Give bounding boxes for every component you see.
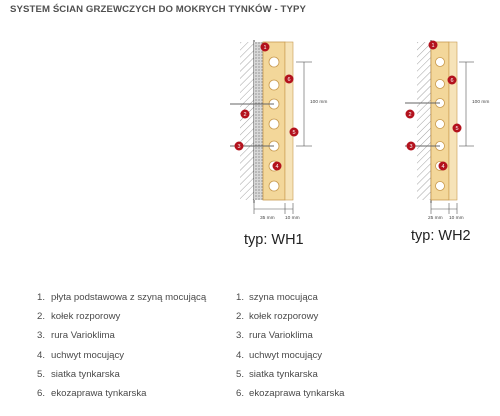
svg-text:6: 6 [450, 78, 453, 84]
svg-text:4: 4 [275, 164, 278, 170]
tube [268, 118, 280, 130]
marker: 5 [452, 123, 462, 133]
list-item: 5.siatka tynkarska [235, 368, 318, 380]
dimension-vertical-label: 100 mm [310, 99, 327, 105]
tube [435, 57, 445, 67]
dimension-bottom [430, 203, 458, 214]
legend-list-wh2: 1.szyna mocująca 2.kołek rozporowy 3.rur… [232, 290, 344, 405]
wall-systems-diagram: 100 mm 35 mm 10 mm 1 6 2 5 3 4 [230, 40, 489, 221]
tube-row [435, 57, 445, 191]
marker: 6 [284, 74, 294, 84]
marker: 3 [234, 141, 244, 151]
dimension-bottom [253, 203, 294, 214]
svg-text:2: 2 [408, 112, 411, 118]
svg-text:5: 5 [455, 126, 458, 132]
marker: 2 [240, 109, 250, 119]
base-layer [254, 42, 263, 200]
list-item: 3.rura Varioklima [36, 330, 115, 342]
marker: 6 [447, 75, 457, 85]
dimension-bottom-left-label: 35 mm [260, 215, 275, 221]
svg-text:3: 3 [409, 144, 412, 150]
list-item: 2.kołek rozporowy [235, 311, 319, 323]
marker: 5 [289, 127, 299, 137]
diagram-wh2: 100 mm 25 mm 10 mm 1 6 2 5 3 4 [405, 40, 489, 221]
marker-group: 1 6 2 5 3 4 [234, 42, 299, 171]
type-label-wh1: typ: WH1 [244, 232, 304, 248]
list-item: 3.rura Varioklima [235, 330, 313, 342]
dimension-vertical [296, 61, 312, 147]
tube [268, 79, 280, 91]
wall-hatch [417, 42, 431, 200]
dimension-bottom-right-label: 10 mm [449, 215, 464, 221]
svg-text:1: 1 [431, 43, 434, 49]
marker: 4 [272, 161, 282, 171]
dimension-bottom-left-label: 25 mm [428, 215, 443, 221]
page-title: SYSTEM ŚCIAN GRZEWCZYCH DO MOKRYCH TYNKÓ… [10, 4, 306, 15]
marker: 3 [406, 141, 416, 151]
type-label-wh2: typ: WH2 [411, 228, 471, 244]
marker: 1 [428, 40, 438, 50]
list-item: 5.siatka tynkarska [36, 368, 120, 380]
tube [268, 180, 280, 192]
plaster-layer [448, 41, 458, 201]
list-item: 4.uchwyt mocujący [36, 349, 125, 361]
list-item: 6.ekozaprawa tynkarska [36, 387, 147, 399]
svg-text:3: 3 [237, 144, 240, 150]
list-item: 4.uchwyt mocujący [235, 349, 323, 361]
marker: 1 [260, 42, 270, 52]
list-item: 6.ekozaprawa tynkarska [235, 387, 345, 399]
tube [435, 181, 445, 191]
list-item: 1.płyta podstawowa z szyną mocującą [36, 292, 207, 303]
marker: 2 [405, 109, 415, 119]
legend-list-wh1: 1.płyta podstawowa z szyną mocującą 2.ko… [32, 290, 206, 405]
tube [268, 56, 280, 68]
tube [435, 79, 445, 89]
dimension-vertical [459, 61, 474, 147]
wall-hatch [240, 42, 254, 200]
dimension-bottom-right-label: 10 mm [285, 215, 300, 221]
plaster-layer [284, 41, 294, 201]
list-item: 2.kołek rozporowy [36, 311, 121, 323]
tube [435, 119, 445, 129]
diagram-wh1: 100 mm 35 mm 10 mm 1 6 2 5 3 4 [230, 40, 327, 221]
svg-text:1: 1 [263, 45, 266, 51]
svg-text:2: 2 [243, 112, 246, 118]
dimension-vertical-label: 100 mm [472, 99, 489, 105]
list-item: 1.szyna mocująca [235, 292, 318, 303]
svg-text:4: 4 [441, 164, 444, 170]
svg-text:5: 5 [292, 130, 295, 136]
marker: 4 [438, 161, 448, 171]
marker-group: 1 6 2 5 3 4 [405, 40, 462, 171]
svg-text:6: 6 [287, 77, 290, 83]
